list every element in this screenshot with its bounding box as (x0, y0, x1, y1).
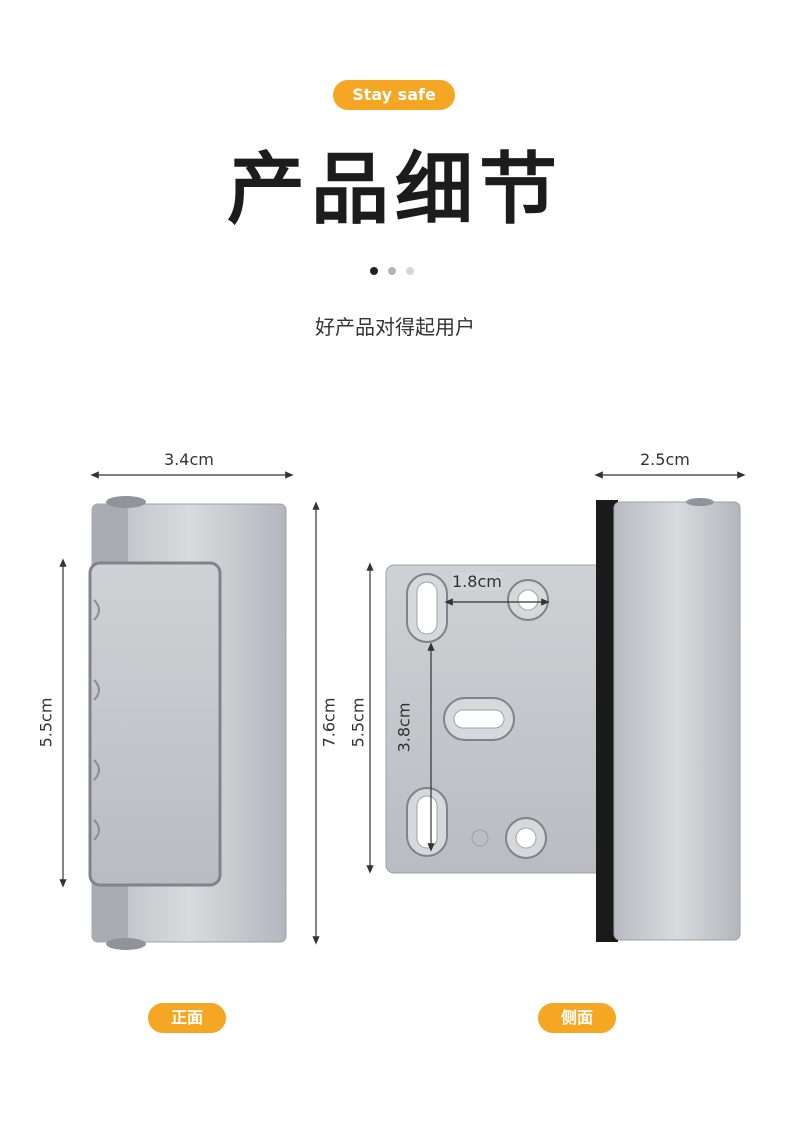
pager-dot-active (370, 267, 378, 275)
side-view-badge: 侧面 (538, 1003, 616, 1033)
pager-dot (406, 267, 414, 275)
side-hole-spacing-h-label: 1.8cm (452, 572, 502, 591)
stay-safe-badge: Stay safe (333, 80, 455, 110)
pager-dots (370, 267, 414, 275)
front-hinge (88, 496, 287, 950)
side-hinge (385, 498, 741, 942)
page-title: 产品细节 (226, 145, 563, 235)
front-width-label: 3.4cm (164, 450, 214, 469)
pager-dot (388, 267, 396, 275)
side-plate-height-label: 5.5cm (348, 697, 368, 748)
side-hole-spacing-v-label: 3.8cm (394, 702, 414, 753)
side-width-label: 2.5cm (640, 450, 690, 469)
front-total-height-label: 7.6cm (319, 697, 339, 748)
page-subtitle: 好产品对得起用户 (315, 315, 475, 339)
front-view-badge: 正面 (148, 1003, 226, 1033)
front-inner-height-label: 5.5cm (36, 697, 56, 748)
